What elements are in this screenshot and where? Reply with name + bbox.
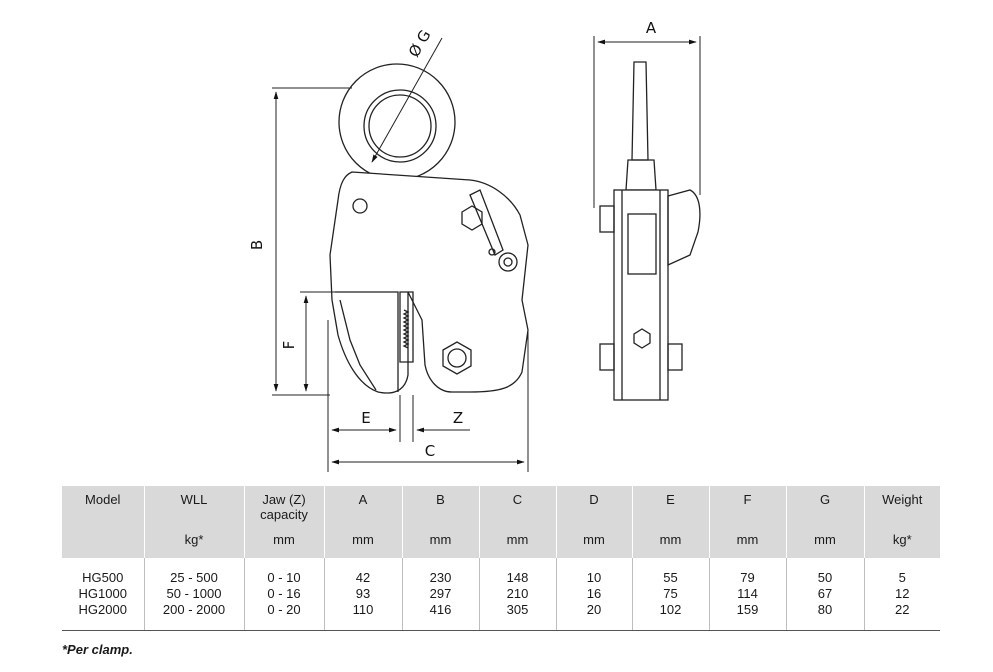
dimension-e-label: E — [361, 409, 370, 427]
dimension-c-label: C — [425, 442, 435, 460]
clamp-pivot-nut — [442, 341, 472, 375]
dimension-b-label: B — [248, 240, 266, 250]
dimension-g-label: Ø G — [405, 27, 435, 60]
footnote: *Per clamp. — [62, 642, 133, 657]
clamp-technical-drawing: B F E Z C A Ø G — [248, 19, 701, 472]
clamp-front-view — [599, 61, 701, 401]
clamp-jaw-teeth — [399, 291, 414, 363]
dimension-z-label: Z — [453, 409, 463, 427]
clamp-lever — [469, 189, 504, 256]
dimension-f-label: F — [280, 341, 298, 350]
clamp-eye-ring — [338, 63, 456, 181]
header-model: Model — [62, 486, 144, 558]
dimension-a-label: A — [646, 19, 657, 37]
clamp-body-outline — [329, 171, 529, 394]
